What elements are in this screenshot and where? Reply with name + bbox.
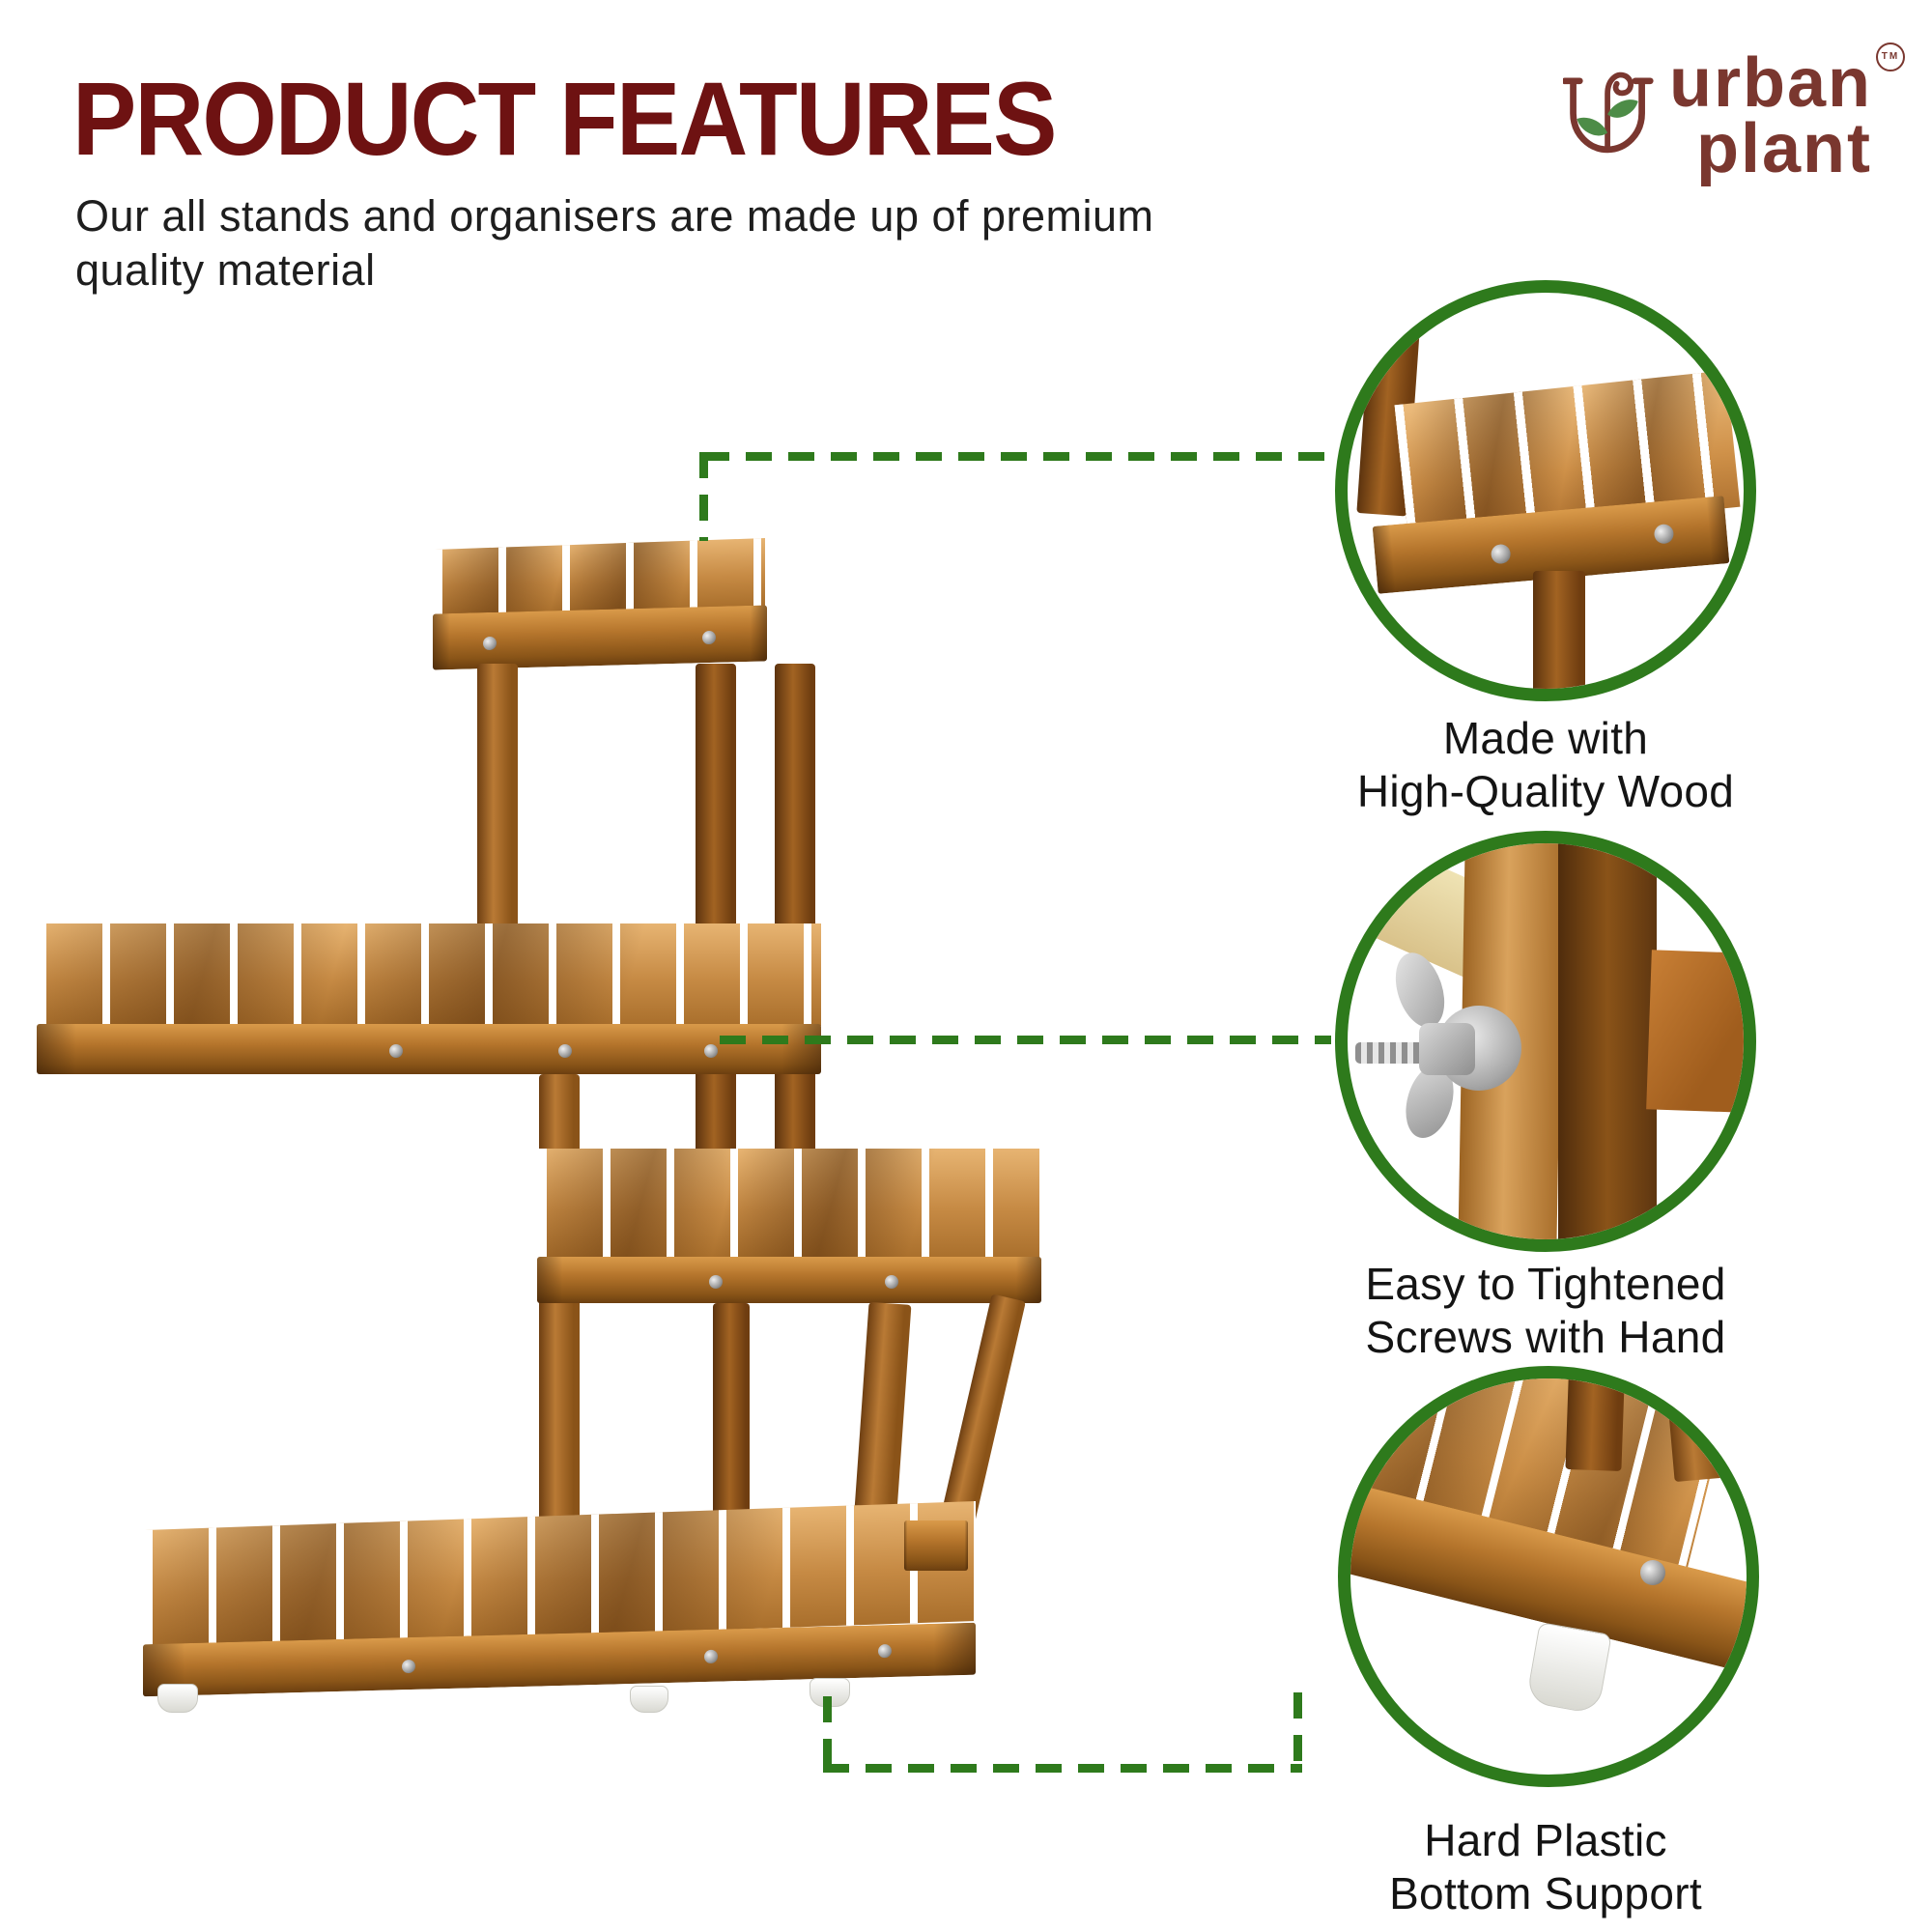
trademark-badge: TM (1876, 43, 1906, 71)
screw-icon (885, 1275, 898, 1289)
screw-icon (702, 630, 716, 645)
plastic-foot (157, 1684, 198, 1713)
screw-icon (402, 1659, 415, 1674)
stand-post (696, 664, 736, 1158)
screw-icon (1490, 543, 1512, 565)
page-subtitle-line2: quality material (75, 245, 376, 296)
stand-post (713, 1303, 750, 1520)
feature-label-foot: Hard Plastic Bottom Support (1389, 1815, 1702, 1919)
screw-icon (878, 1643, 892, 1659)
page-subtitle-line1: Our all stands and organisers are made u… (75, 191, 1154, 241)
callout-foot-photo (1338, 1366, 1759, 1787)
leaf-icon (1607, 99, 1638, 118)
leaf-icon (1577, 117, 1608, 136)
third-shelf-frame (537, 1257, 1041, 1303)
feature-label-screws: Easy to Tightened Screws with Hand (1365, 1259, 1726, 1363)
connector-foot-horizontal (823, 1764, 1302, 1773)
screw-icon (704, 1649, 718, 1664)
screw-icon (389, 1044, 403, 1058)
top-shelf-frame (433, 605, 767, 670)
second-shelf-frame (37, 1024, 821, 1074)
stand-leg (477, 664, 518, 934)
screw-icon (1653, 523, 1675, 545)
screw-icon (558, 1044, 572, 1058)
callout-screw-photo (1335, 831, 1756, 1252)
connector-screws-horizontal (720, 1036, 1331, 1044)
bolt-thread-icon (1355, 1042, 1436, 1064)
connector-foot-vertical-start (823, 1696, 832, 1772)
brand-name: urban TM plant (1669, 43, 1906, 187)
connector-foot-vertical-end (1293, 1692, 1302, 1773)
plastic-foot-closeup (1525, 1622, 1612, 1715)
screw-icon (704, 1044, 718, 1058)
third-shelf-slats (539, 1149, 1039, 1259)
screw-icon (709, 1275, 723, 1289)
screw-icon (1640, 1560, 1665, 1585)
page-title: PRODUCT FEATURES (72, 60, 1057, 177)
plastic-foot (630, 1686, 668, 1713)
connector-wood-vertical (699, 452, 708, 541)
base-side-rail (904, 1520, 968, 1571)
urban-plant-logo-icon (1563, 71, 1654, 154)
connector-wood-horizontal (703, 452, 1335, 461)
brand-name-plant: plant (1696, 110, 1872, 187)
top-shelf-slats (435, 538, 765, 617)
callout-base-post (1565, 1378, 1627, 1471)
brand-logo: urban TM plant (1563, 43, 1906, 187)
callout-wood-leg (1533, 571, 1585, 689)
wing-nut-body-icon (1419, 1023, 1475, 1075)
stand-post (775, 664, 815, 1158)
screw-icon (483, 636, 497, 651)
brand-name-urban: urban TM (1669, 43, 1906, 118)
callout-wood-photo (1335, 280, 1756, 701)
feature-label-wood: Made with High-Quality Wood (1356, 713, 1735, 817)
callout-wood-block (1646, 950, 1744, 1113)
callout-post-dark (1558, 843, 1657, 1239)
second-shelf-slats (39, 923, 821, 1026)
page-subtitle: Our all stands and organisers are made u… (75, 189, 1154, 298)
